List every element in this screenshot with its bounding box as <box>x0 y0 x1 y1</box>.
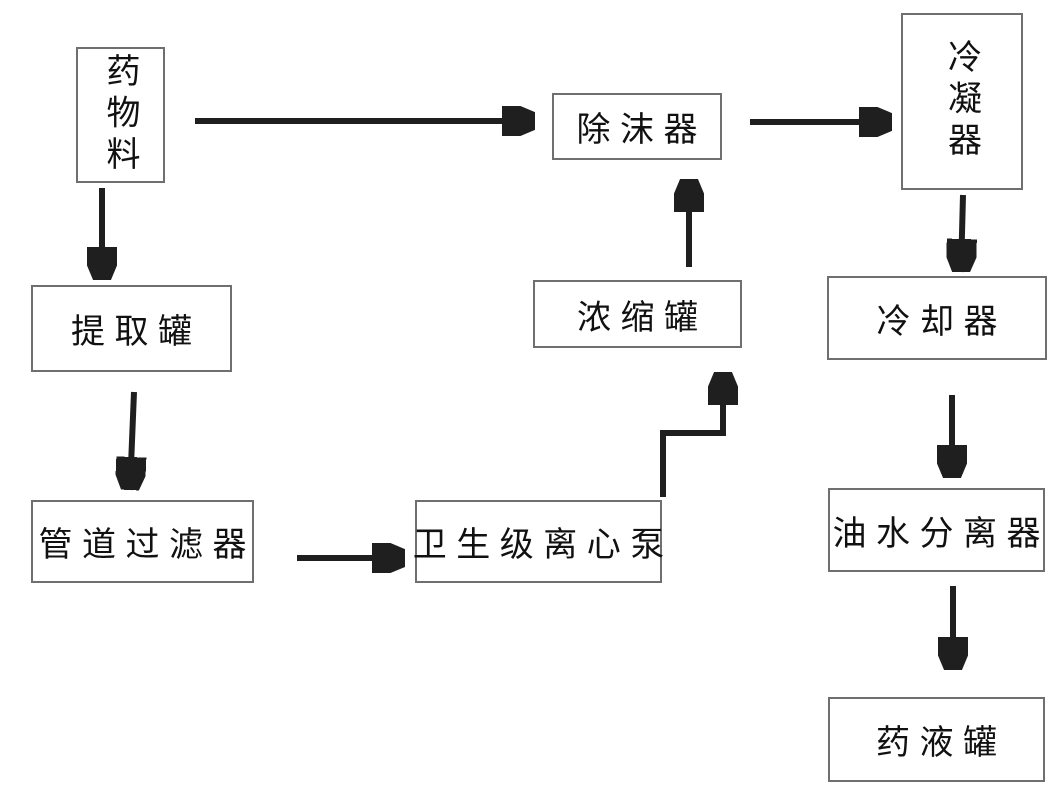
node-medicine-liquid-tank-label: 药液罐 <box>875 723 1007 763</box>
node-extraction-tank-label: 提取罐 <box>70 312 202 352</box>
node-condenser-label: 冷凝器 <box>941 39 982 164</box>
node-extraction-tank: 提取罐 <box>31 285 232 372</box>
node-demister: 除沫器 <box>552 93 722 160</box>
node-cooler: 冷却器 <box>827 276 1047 360</box>
node-oil-water-separator-label: 油水分离器 <box>832 513 1051 554</box>
node-medicine-liquid-tank: 药液罐 <box>828 697 1045 782</box>
node-concentration-tank: 浓缩罐 <box>533 280 742 348</box>
arrow-extraction-to-filter <box>130 391 134 490</box>
node-sanitary-centrifugal-pump-label: 卫生级离心泵 <box>412 525 674 565</box>
node-cooler-label: 冷却器 <box>876 301 1008 342</box>
arrow-pump-to-concentration <box>660 372 723 497</box>
node-pipeline-filter: 管道过滤器 <box>31 500 254 583</box>
node-condenser: 冷凝器 <box>901 13 1023 190</box>
node-drug-material: 药物料 <box>76 47 165 183</box>
node-drug-material-label: 药物料 <box>100 52 140 178</box>
node-pipeline-filter-label: 管道过滤器 <box>38 525 257 565</box>
node-sanitary-centrifugal-pump: 卫生级离心泵 <box>413 500 664 583</box>
node-oil-water-separator: 油水分离器 <box>828 488 1045 572</box>
node-demister-label: 除沫器 <box>576 110 708 150</box>
node-concentration-tank-label: 浓缩罐 <box>576 297 708 338</box>
arrow-condenser-to-cooler <box>961 194 963 272</box>
